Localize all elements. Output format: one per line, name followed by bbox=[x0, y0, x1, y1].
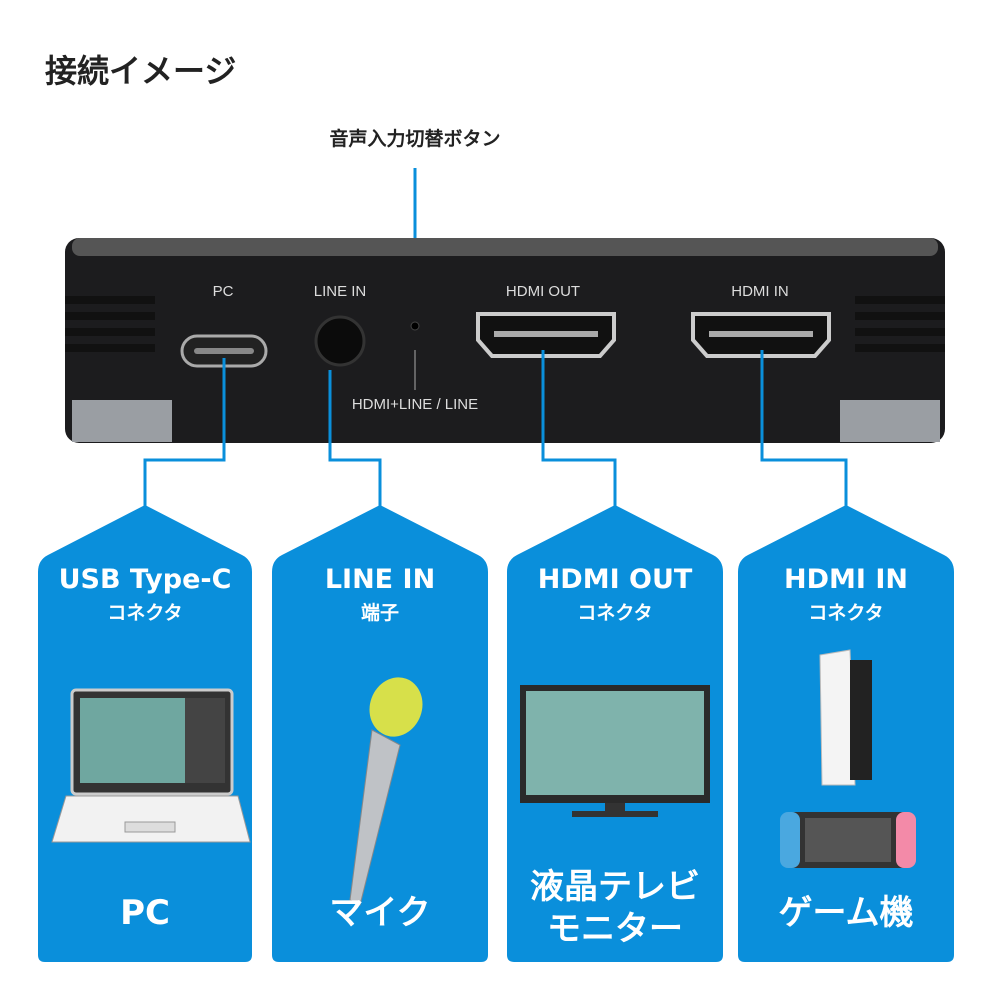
panel-title: LINE IN bbox=[324, 564, 436, 595]
switch-button bbox=[410, 321, 420, 331]
panel-hdmi-in: HDMI IN コネクタ ゲーム機 bbox=[738, 504, 954, 962]
panel-subtitle: コネクタ bbox=[577, 602, 653, 624]
panel-subtitle: 端子 bbox=[360, 602, 399, 624]
device-name: PC bbox=[120, 893, 170, 933]
panel-subtitle: コネクタ bbox=[107, 602, 183, 624]
port-label-pc: PC bbox=[212, 283, 234, 300]
page-title: 接続イメージ bbox=[45, 52, 237, 90]
panel-line-in: LINE IN 端子 マイク bbox=[272, 504, 488, 962]
device-name: ゲーム機 bbox=[778, 893, 914, 933]
panel-hdmi-out: HDMI OUT コネクタ 液晶テレビ モニター bbox=[507, 504, 723, 962]
monitor-icon bbox=[520, 685, 710, 817]
port-label-line-in: LINE IN bbox=[313, 283, 367, 300]
panel-subtitle: コネクタ bbox=[808, 602, 884, 624]
panel-title: HDMI OUT bbox=[537, 564, 693, 595]
port-label-hdmi-out: HDMI OUT bbox=[505, 283, 581, 300]
switch-modes-label: HDMI+LINE / LINE bbox=[351, 396, 479, 413]
game-console-icon bbox=[780, 649, 916, 868]
device-name-line1: 液晶テレビ bbox=[530, 867, 700, 907]
line-in-jack bbox=[314, 315, 366, 367]
panel-title: HDMI IN bbox=[784, 564, 908, 595]
device-name: マイク bbox=[329, 893, 431, 933]
microphone-icon bbox=[349, 677, 423, 906]
laptop-icon bbox=[51, 688, 251, 843]
panel-title: USB Type-C bbox=[58, 564, 232, 595]
port-label-hdmi-in: HDMI IN bbox=[731, 283, 789, 300]
panel-usb-c: USB Type-C コネクタ PC bbox=[37, 504, 253, 962]
device-name-line2: モニター bbox=[547, 909, 683, 949]
switch-button-label: 音声入力切替ボタン bbox=[329, 128, 501, 150]
